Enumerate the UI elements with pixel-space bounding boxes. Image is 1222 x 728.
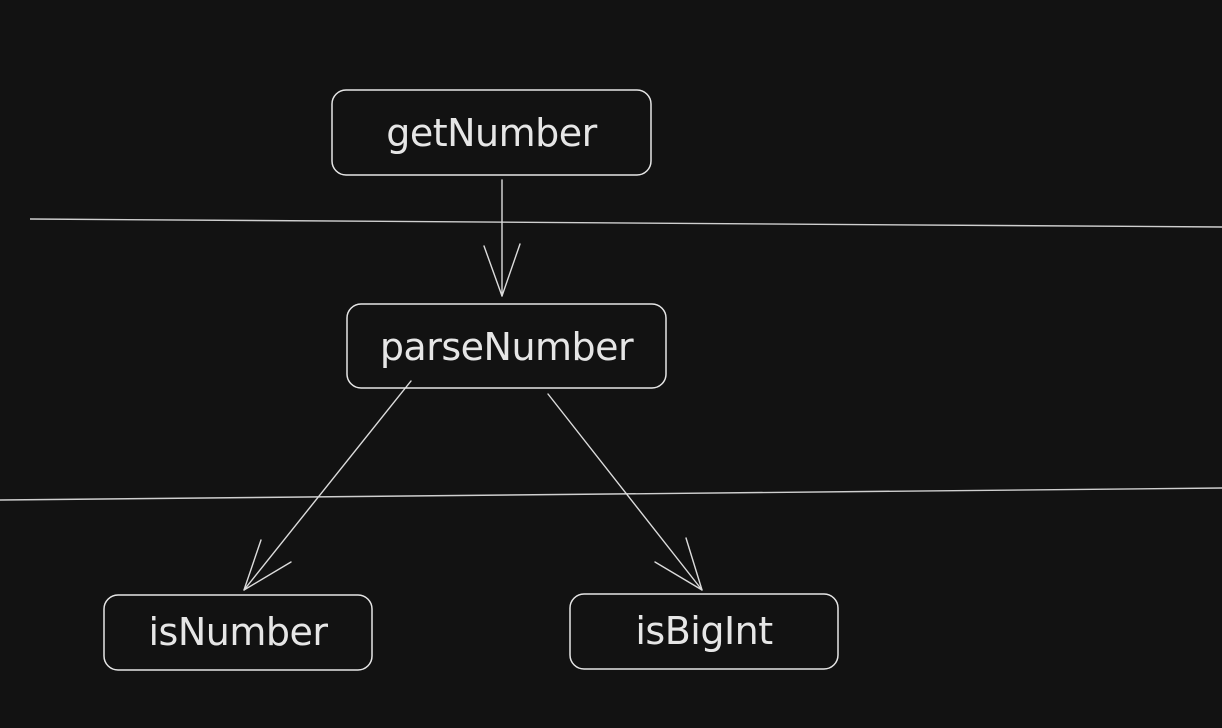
arrowhead-icon: [243, 539, 292, 591]
node-isnumber[interactable]: isNumber: [103, 594, 373, 671]
edge-line: [243, 380, 412, 591]
layer-divider-top: [29, 218, 1222, 228]
edge-parsenumber-to-isnumber: [243, 380, 412, 591]
edge-line: [547, 393, 703, 591]
node-box: [331, 89, 652, 176]
node-parsenumber[interactable]: parseNumber: [346, 303, 667, 389]
node-getnumber[interactable]: getNumber: [331, 89, 652, 176]
node-label: isNumber: [148, 610, 328, 654]
node-box: [103, 594, 373, 671]
layer-divider-bottom: [0, 487, 1222, 501]
node-isbigint[interactable]: isBigInt: [569, 593, 839, 670]
node-box: [569, 593, 839, 670]
edge-getnumber-to-parsenumber: [483, 179, 521, 297]
node-box: [346, 303, 667, 389]
node-label: isBigInt: [635, 609, 772, 653]
arrowhead-icon: [483, 243, 521, 297]
node-label: parseNumber: [380, 325, 634, 369]
edge-parsenumber-to-isbigint: [547, 393, 703, 591]
node-label: getNumber: [386, 111, 597, 155]
arrowhead-icon: [654, 537, 703, 591]
